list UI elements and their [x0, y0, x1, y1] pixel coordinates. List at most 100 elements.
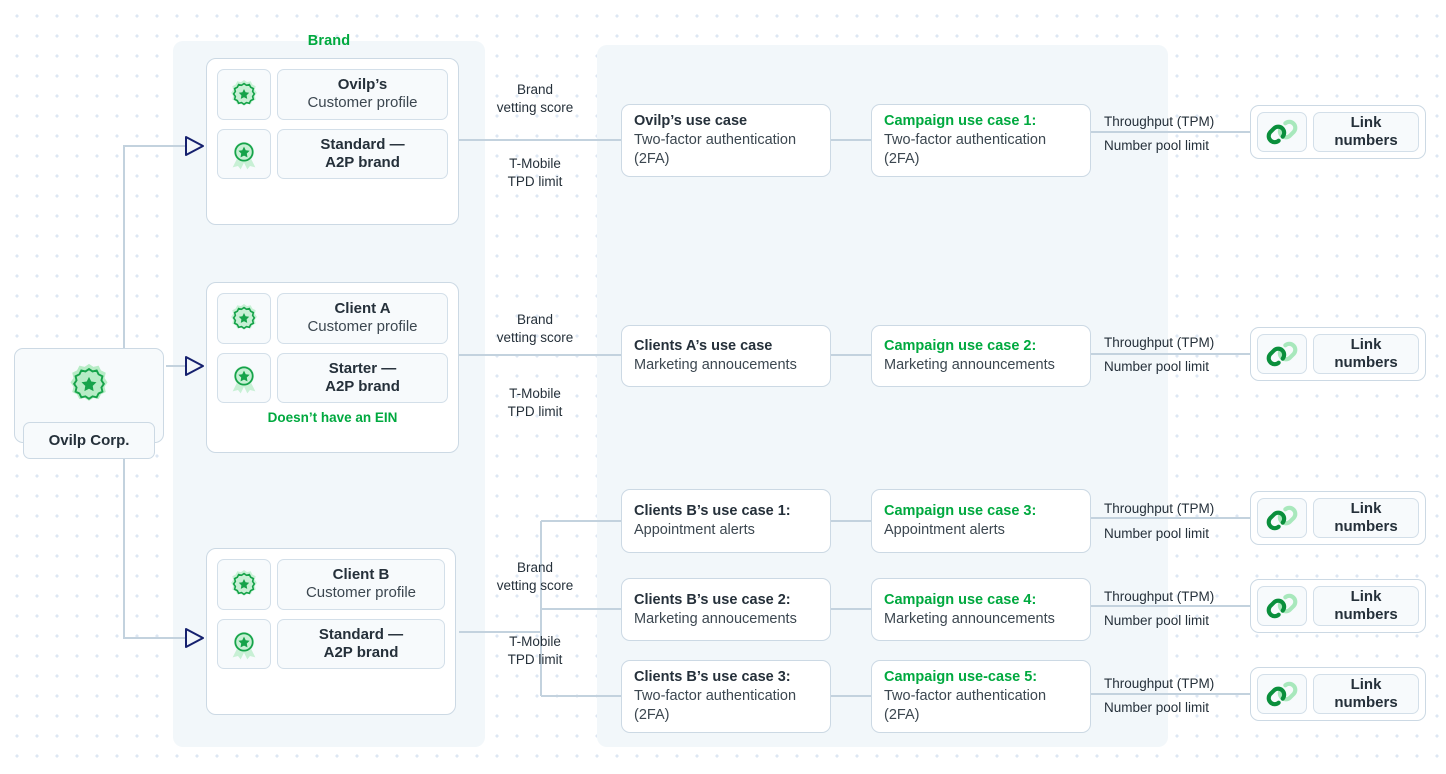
edge-label-number-pool-5: Number pool limit — [1104, 700, 1210, 715]
link-numbers-node-4[interactable]: Link numbers — [1250, 579, 1426, 633]
a2p-brand-row[interactable]: Standard — A2P brand — [217, 128, 448, 180]
link-line2: numbers — [1334, 694, 1398, 711]
link-numbers-label: Link numbers — [1313, 586, 1419, 626]
chain-link-icon — [1257, 586, 1307, 626]
brand-card-ovilp[interactable]: Ovilp’s Customer profile Standard — A2P … — [206, 58, 459, 225]
a2p-brand-row[interactable]: Starter — A2P brand — [217, 352, 448, 404]
campaign-title: Campaign use case 2: — [884, 338, 1037, 355]
wire-root-brand1 — [123, 145, 186, 412]
link-numbers-node-3[interactable]: Link numbers — [1250, 491, 1426, 545]
brand-ein-note: Doesn’t have an EIN — [267, 410, 398, 426]
badge-star-icon — [217, 559, 271, 610]
use-case-sub: Marketing annoucements — [634, 357, 797, 373]
root-node-ovilp-corp[interactable]: Ovilp Corp. — [14, 348, 164, 459]
customer-profile-row[interactable]: Client A Customer profile — [217, 293, 448, 344]
use-case-title: Clients A’s use case — [634, 338, 773, 355]
brand-tier-line2: A2P brand — [323, 643, 399, 661]
use-case-box-5[interactable]: Clients B’s use case 3: Two-factor authe… — [621, 660, 831, 733]
campaign-box-4[interactable]: Campaign use case 4: Marketing announcem… — [871, 578, 1091, 641]
chain-link-icon — [1257, 674, 1307, 714]
edge-label-tmobile-tpd-2: T-Mobile TPD limit — [507, 386, 563, 420]
link-line1: Link — [1350, 588, 1382, 605]
award-ribbon-icon — [217, 128, 271, 180]
badge-star-icon — [66, 361, 112, 412]
brand-tier-line2: A2P brand — [325, 377, 400, 395]
use-case-box-3[interactable]: Clients B’s use case 1: Appointment aler… — [621, 489, 831, 553]
edge-label-number-pool-1: Number pool limit — [1104, 138, 1210, 153]
a2p-brand-row[interactable]: Standard — A2P brand — [217, 618, 445, 670]
badge-star-icon — [217, 293, 271, 344]
use-case-box-2[interactable]: Clients A’s use case Marketing annouceme… — [621, 325, 831, 387]
arrowhead-brand3 — [185, 628, 204, 648]
edge-label-number-pool-3: Number pool limit — [1104, 526, 1210, 541]
link-numbers-label: Link numbers — [1313, 112, 1419, 152]
edge-label-throughput-3: Throughput (TPM) — [1104, 501, 1215, 516]
link-numbers-label: Link numbers — [1313, 674, 1419, 714]
link-numbers-node-2[interactable]: Link numbers — [1250, 327, 1426, 381]
campaign-box-3[interactable]: Campaign use case 3: Appointment alerts — [871, 489, 1091, 553]
use-case-box-4[interactable]: Clients B’s use case 2: Marketing annouc… — [621, 578, 831, 641]
brand-profile-name: Client A — [334, 300, 391, 317]
link-line2: numbers — [1334, 132, 1398, 149]
use-case-title: Clients B’s use case 2: — [634, 591, 791, 608]
use-case-sub: Two-factor authentication (2FA) — [634, 688, 797, 723]
customer-profile-label: Client A Customer profile — [277, 293, 448, 344]
link-line1: Link — [1350, 114, 1382, 131]
campaign-box-5[interactable]: Campaign use-case 5: Two-factor authenti… — [871, 660, 1091, 733]
link-line1: Link — [1350, 676, 1382, 693]
use-case-box-1[interactable]: Ovilp’s use case Two-factor authenticati… — [621, 104, 831, 177]
use-case-title: Clients B’s use case 1: — [634, 503, 791, 520]
campaign-sub: Marketing announcements — [884, 357, 1055, 373]
edge-label-brand-vetting-1: Brand vetting score — [496, 82, 574, 116]
chain-link-icon — [1257, 334, 1307, 374]
brand-profile-sub: Customer profile — [307, 318, 418, 336]
brand-profile-name: Client B — [332, 566, 390, 583]
badge-star-icon — [217, 69, 271, 120]
campaign-title: Campaign use case 1: — [884, 113, 1037, 130]
campaign-title: Campaign use case 3: — [884, 503, 1037, 520]
link-numbers-label: Link numbers — [1313, 498, 1419, 538]
campaign-box-2[interactable]: Campaign use case 2: Marketing announcem… — [871, 325, 1091, 387]
use-case-sub: Two-factor authentication (2FA) — [634, 132, 797, 167]
edge-label-brand-vetting-3: Brand vetting score — [496, 560, 574, 594]
campaign-box-1[interactable]: Campaign use case 1: Two-factor authenti… — [871, 104, 1091, 177]
brand-tier-line1: Standard — — [320, 135, 405, 153]
link-line1: Link — [1350, 336, 1382, 353]
link-line2: numbers — [1334, 354, 1398, 371]
use-case-title: Clients B’s use case 3: — [634, 669, 791, 686]
edge-label-number-pool-2: Number pool limit — [1104, 359, 1210, 374]
customer-profile-row[interactable]: Client B Customer profile — [217, 559, 445, 610]
customer-profile-label: Ovilp’s Customer profile — [277, 69, 448, 120]
campaign-sub: Marketing announcements — [884, 610, 1055, 627]
campaign-sub: Two-factor authentication (2FA) — [884, 688, 1047, 723]
link-line1: Link — [1350, 500, 1382, 517]
brand-profile-sub: Customer profile — [305, 584, 417, 602]
edge-label-throughput-4: Throughput (TPM) — [1104, 589, 1215, 604]
customer-profile-row[interactable]: Ovilp’s Customer profile — [217, 69, 448, 120]
brand-profile-sub: Customer profile — [307, 94, 418, 112]
wire-root-brand3 — [123, 412, 186, 639]
link-line2: numbers — [1334, 518, 1398, 535]
link-numbers-node-5[interactable]: Link numbers — [1250, 667, 1426, 721]
chain-link-icon — [1257, 112, 1307, 152]
campaign-sub: Appointment alerts — [884, 522, 1005, 538]
arrowhead-brand1 — [185, 136, 204, 156]
use-case-sub: Appointment alerts — [634, 522, 755, 538]
brand-card-client-a[interactable]: Client A Customer profile Starter — A2P … — [206, 282, 459, 453]
link-line2: numbers — [1334, 606, 1398, 623]
edge-label-tmobile-tpd-1: T-Mobile TPD limit — [507, 156, 563, 190]
brand-card-client-b[interactable]: Client B Customer profile Standard — A2P… — [206, 548, 456, 715]
link-numbers-node-1[interactable]: Link numbers — [1250, 105, 1426, 159]
brand-tier-line1: Starter — — [328, 359, 397, 377]
brand-tier-line1: Standard — — [318, 625, 404, 643]
use-case-title: Ovilp’s use case — [634, 113, 748, 130]
edge-label-tmobile-tpd-3: T-Mobile TPD limit — [507, 634, 563, 668]
a2p-brand-label: Standard — A2P brand — [277, 128, 448, 180]
campaign-sub: Two-factor authentication (2FA) — [884, 132, 1047, 167]
use-case-sub: Marketing annoucements — [634, 610, 797, 627]
chain-link-icon — [1257, 498, 1307, 538]
campaign-title: Campaign use case 4: — [884, 591, 1037, 608]
a2p-brand-label: Standard — A2P brand — [277, 618, 445, 670]
edge-label-throughput-5: Throughput (TPM) — [1104, 676, 1215, 691]
